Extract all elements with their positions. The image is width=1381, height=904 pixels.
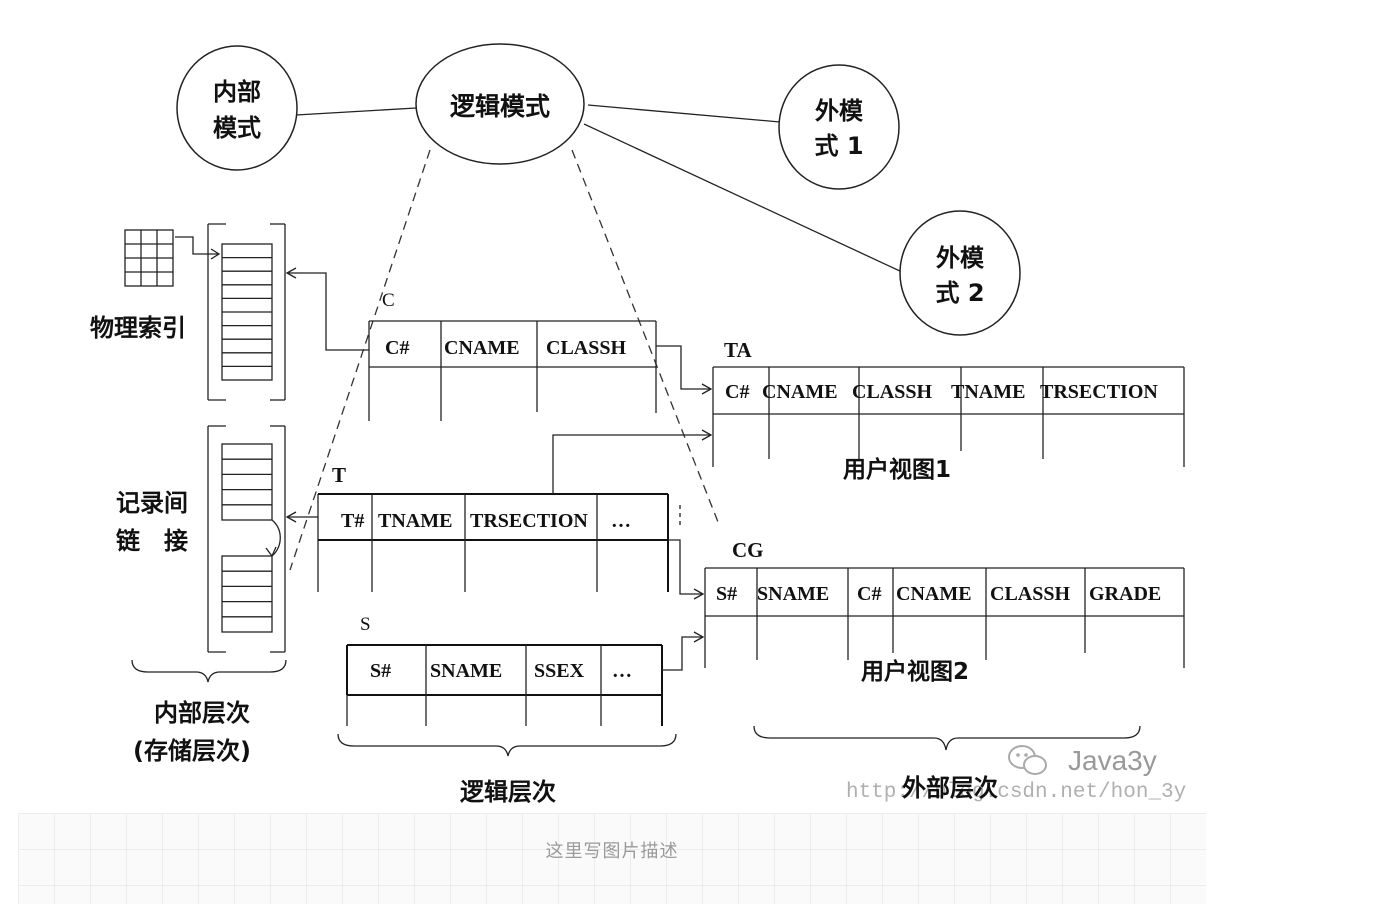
table-ta-name: TA <box>724 338 752 362</box>
table-ta-col-1: CNAME <box>762 381 838 403</box>
table-t-col-1: TNAME <box>378 510 452 532</box>
arrow-c-to-ta <box>656 345 711 390</box>
table-t-col-0: T# <box>341 510 364 532</box>
watermark-brand: Java3y <box>1068 745 1157 776</box>
arrow-c-to-storage <box>287 272 369 351</box>
image-caption: 这里写图片描述 <box>545 841 679 862</box>
storage-column-lower <box>207 425 286 653</box>
table-s-col-3: … <box>612 660 632 682</box>
physical-index-grid <box>124 229 221 287</box>
table-ta: C# CNAME CLASSH TNAME TRSECTION <box>712 366 1185 467</box>
brace-logical-level <box>337 733 677 757</box>
logical-level-label: 逻辑层次 <box>460 778 556 806</box>
watermark-url: http://blog.csdn.net/hon_3y <box>846 781 1186 804</box>
table-s-name: S <box>360 614 371 635</box>
watermark: Java3y http://blog.csdn.net/hon_3y <box>846 745 1186 804</box>
node-external-mode-1-line2: 式 1 <box>814 132 863 160</box>
storage-column-upper <box>207 223 286 401</box>
node-internal-mode-line2: 模式 <box>213 114 261 142</box>
link-internal-logical <box>295 107 417 116</box>
wechat-icon <box>1008 745 1047 775</box>
dashed-projection-right <box>571 149 719 523</box>
dashed-projection-left <box>289 149 431 571</box>
arrow-t-to-ta <box>552 434 711 494</box>
external-level-label: 外部层次 <box>902 774 998 802</box>
internal-level-label-line2: (存储层次) <box>133 737 251 765</box>
node-internal-mode: 内部 模式 <box>176 45 298 171</box>
node-external-mode-2: 外模 式 2 <box>899 210 1021 336</box>
table-t-name: T <box>332 463 346 487</box>
arrow-t-to-cg <box>668 539 703 595</box>
node-external-mode-2-line2: 式 2 <box>935 279 984 307</box>
table-ta-col-3: TNAME <box>951 381 1025 403</box>
node-internal-mode-line1: 内部 <box>213 78 261 106</box>
table-cg-col-5: GRADE <box>1089 583 1161 605</box>
record-link-label-line2: 链 接 <box>116 527 188 555</box>
node-logical-mode: 逻辑模式 <box>415 43 585 165</box>
table-ta-col-4: TRSECTION <box>1040 381 1158 403</box>
physical-index-label: 物理索引 <box>90 314 186 342</box>
table-c-name: C <box>382 290 395 311</box>
table-c-col-1: CNAME <box>444 337 520 359</box>
table-s: S# SNAME SSEX … <box>346 644 663 726</box>
table-t-col-2: TRSECTION <box>470 510 588 532</box>
table-c-col-2: CLASSH <box>546 337 626 359</box>
table-c: C# CNAME CLASSH <box>368 320 657 421</box>
table-cg-col-1: SNAME <box>757 583 829 605</box>
brace-internal-level <box>131 659 287 683</box>
table-cg-col-2: C# <box>857 583 881 605</box>
table-cg-col-4: CLASSH <box>990 583 1070 605</box>
table-ta-col-0: C# <box>725 381 749 403</box>
table-cg-name: CG <box>732 538 764 562</box>
link-logical-external2 <box>583 123 903 273</box>
table-ta-col-2: CLASSH <box>852 381 932 403</box>
table-t-col-3: … <box>611 510 631 532</box>
table-cg: S# SNAME C# CNAME CLASSH GRADE <box>704 567 1185 668</box>
internal-level-label-line1: 内部层次 <box>154 699 250 727</box>
node-external-mode-1: 外模 式 1 <box>778 64 900 190</box>
table-cg-col-0: S# <box>716 583 737 605</box>
node-logical-mode-label: 逻辑模式 <box>450 92 550 121</box>
table-s-col-1: SNAME <box>430 660 502 682</box>
user-view-2-label: 用户视图2 <box>861 658 969 685</box>
record-link-label-line1: 记录间 <box>116 489 188 517</box>
table-s-col-2: SSEX <box>534 660 585 682</box>
node-external-mode-1-line1: 外模 <box>815 97 864 125</box>
link-logical-external1 <box>587 104 781 123</box>
image-caption-area: 这里写图片描述 <box>18 813 1206 904</box>
brace-external-level <box>753 725 1141 751</box>
arrow-s-to-cg <box>662 636 703 671</box>
table-cg-col-3: CNAME <box>896 583 972 605</box>
table-t: T# TNAME TRSECTION … <box>317 493 681 592</box>
table-c-col-0: C# <box>385 337 409 359</box>
table-s-col-0: S# <box>370 660 391 682</box>
three-level-schema-diagram: Java3y http://blog.csdn.net/hon_3y 内部 模式… <box>90 43 1186 806</box>
user-view-1-label: 用户视图1 <box>843 456 951 483</box>
node-external-mode-2-line1: 外模 <box>936 244 985 272</box>
